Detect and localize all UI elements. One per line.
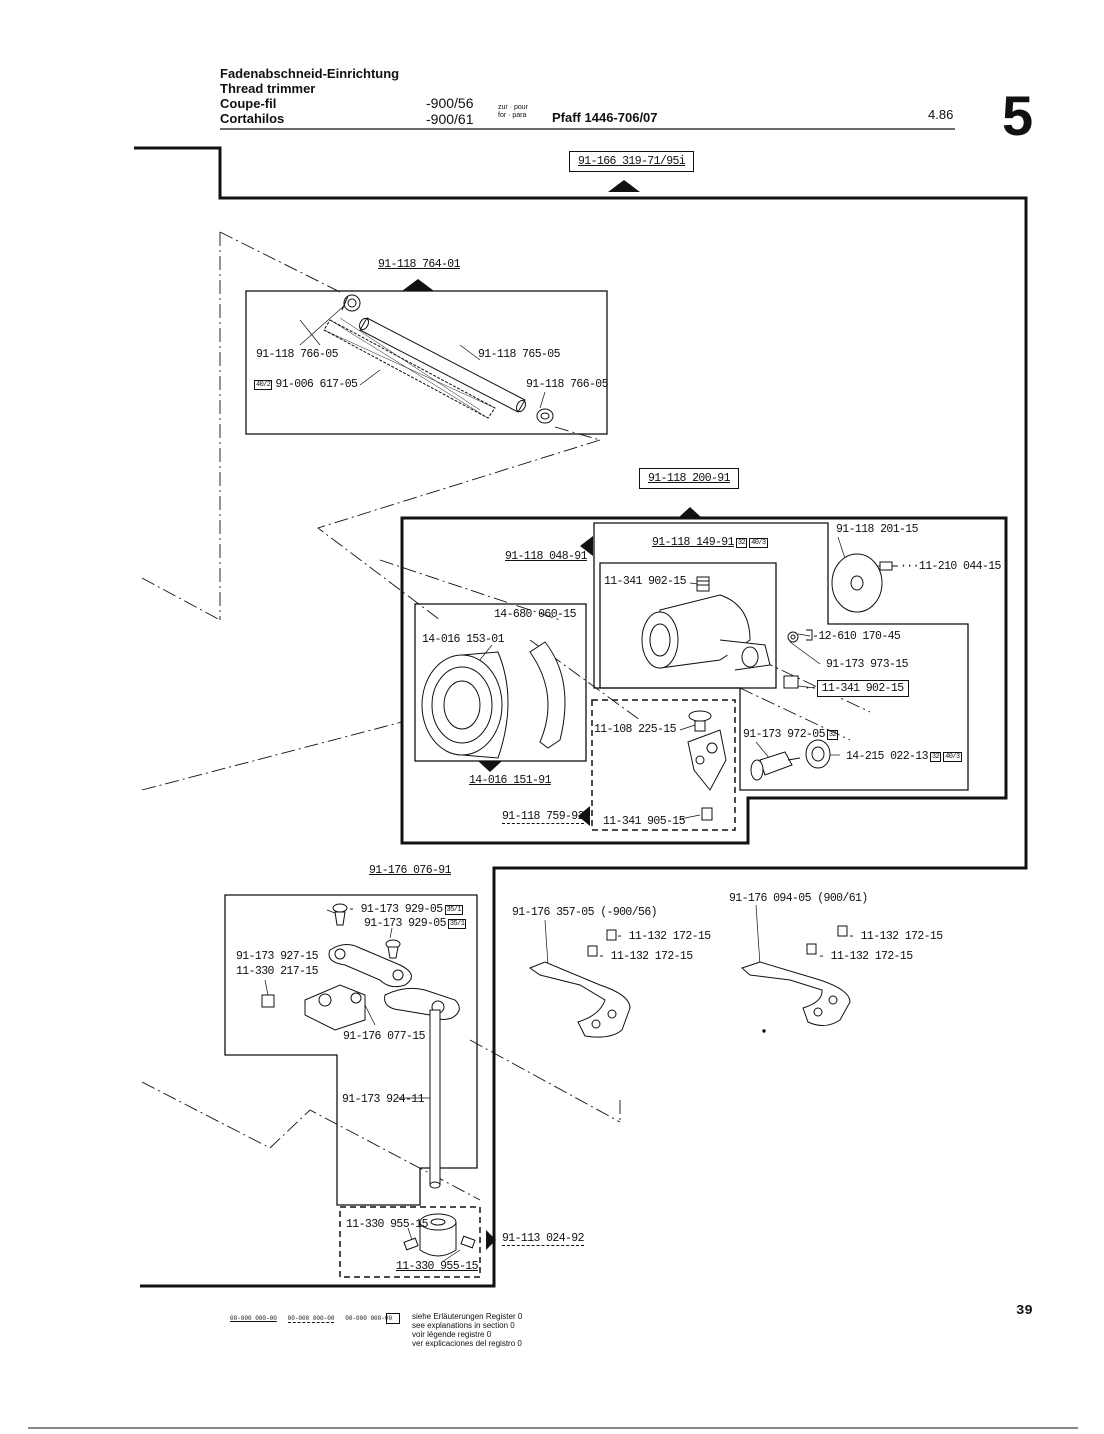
issue-date: 4.86 [928, 107, 954, 122]
blade-56-screw-label: - 11-132 172-15 [616, 930, 711, 943]
clamp-dashed-box [591, 699, 736, 831]
title-spanish: Cortahilos [220, 111, 285, 126]
blade-56-screw-label: - 11-132 172-15 [598, 950, 693, 963]
bearing-part-label: ··11-341 902-15 [804, 680, 909, 697]
lever-part-text: 91-173 929-05 [360, 903, 444, 916]
section-ref: 32 [735, 538, 748, 548]
page-number: 39 [1016, 1303, 1033, 1319]
title-block: Fadenabschneid-Einrichtung Thread trimme… [220, 66, 399, 126]
blade-61-screw-label: - 11-132 172-15 [848, 930, 943, 943]
bearing-assembly: 91-118 200-91 [639, 468, 739, 489]
code-dashed: 00-000 000-00 [287, 1315, 335, 1323]
tube-part-label: 91-118 766-05 [256, 348, 339, 361]
blade-61-screw-label: - 11-132 172-15 [818, 950, 913, 963]
collar-part-label: 11-330 955-15 [396, 1260, 479, 1273]
lever-group-outline [224, 894, 478, 1206]
bearing-part-text: 14-215 022-13 [846, 750, 929, 763]
collar-assembly-label: 91-113 024-92 [502, 1232, 585, 1246]
tube-part-label: 91-118 766-05 [526, 378, 609, 391]
bearing-part-text: 11-210 044-15 [918, 560, 1002, 573]
bearing-assembly-label: 91-118 200-91 [648, 472, 731, 485]
clamp-assembly-label: 91-118 759-92 [502, 810, 585, 824]
blade-61-label: 91-176 094-05 (900/61) [729, 892, 868, 905]
tube-part-label: 91-118 765-05 [478, 348, 561, 361]
bearing-part-label: 91-118 201-15 [836, 523, 919, 536]
section-ref: 32 [826, 730, 839, 740]
assembly-main-label: 91-166 319-71/95i [578, 155, 686, 168]
inner-box [599, 562, 777, 689]
legend-line: see explanations in section 0 [412, 1321, 515, 1330]
lever-assembly-label: 91-176 076-91 [369, 864, 452, 877]
lever-part-label: 91-176 077-15 [343, 1030, 426, 1043]
bearing-part-label: 14-016 153-01 [422, 633, 505, 646]
title-german: Fadenabschneid-Einrichtung [220, 66, 400, 81]
bearing-part-label: 11-108 225-15 [594, 723, 677, 736]
section-ref: 35/1 [444, 905, 463, 915]
for-label-1: zur · pour [498, 104, 528, 111]
bearing-part-label: 91-173 973-15 [826, 658, 909, 671]
lever-part-label: 11-330 217-15 [236, 965, 319, 978]
bearing-part-text: 11-341 902-15 [816, 680, 909, 697]
code-plain: 00-000 000-00 [345, 1315, 393, 1322]
subassembly-b-text: 91-118 149-91 [652, 536, 735, 549]
title-french: Coupe-fil [220, 96, 277, 111]
bearing-assembly-sub-label: 14-016 151-91 [469, 774, 552, 787]
variant-block: -900/56 -900/61 [426, 95, 473, 127]
variant-56: -900/56 [426, 95, 474, 111]
lever-part-text: 91-173 929-05 [364, 917, 447, 930]
legend-line: siehe Erläuterungen Register 0 [412, 1312, 523, 1321]
title-english: Thread trimmer [220, 81, 316, 96]
footer-codes: 00-000 000-00 00-000 000-00 00-000 000-0… [230, 1315, 393, 1323]
blade-56-screw-text: 11-132 172-15 [610, 950, 694, 963]
legend-text: siehe Erläuterungen Register 0 see expla… [412, 1312, 522, 1348]
machine-model: Pfaff 1446-706/07 [552, 110, 658, 125]
blade-61-screw-text: 11-132 172-15 [830, 950, 914, 963]
section-ref: 32 [929, 752, 942, 762]
bearing-part-label: 11-341 905-15 [603, 815, 686, 828]
main-outline [134, 146, 1028, 1288]
section-ref: 35/1 [447, 919, 467, 929]
tube-assembly-label: 91-118 764-01 [378, 258, 461, 271]
bearing-part-label: 14-680 060-15 [494, 608, 577, 621]
legend-line: ver explicaciones del registro 0 [412, 1339, 522, 1348]
collar-dashed-box [339, 1206, 481, 1278]
blade-56-label: 91-176 357-05 (-900/56) [512, 906, 658, 919]
variant-61: -900/61 [426, 111, 474, 127]
bearing-part-label: ···11-210 044-15 [900, 560, 1001, 573]
bearing-part-label: 11-341 902-15 [604, 575, 687, 588]
lever-part-label: 91-173 927-15 [236, 950, 319, 963]
collar-part-label: 11-330 955-15 [346, 1218, 429, 1231]
code-solid: 00-000 000-00 [230, 1315, 277, 1322]
subassembly-a-label: 91-118 048-91 [505, 550, 588, 563]
bearing-group-outline [400, 516, 1008, 845]
blade-56-screw-text: 11-132 172-15 [628, 930, 712, 943]
lever-part-label: 91-173 924-11 [342, 1093, 425, 1106]
blade-61-screw-text: 11-132 172-15 [860, 930, 944, 943]
legend-box-icon [386, 1313, 400, 1324]
section-ref: 40/3 [749, 538, 768, 548]
section-number: 5 [1002, 84, 1034, 147]
assembly-main: 91-166 319-71/95i [569, 151, 695, 172]
for-label-2: for · para [498, 112, 527, 119]
for-label: zur · pour for · para [498, 104, 528, 120]
section-ref: 40/2 [254, 380, 273, 390]
bearing-part-text: 12-610 170-45 [818, 630, 901, 643]
bearing-part-label: -12-610 170-45 [812, 630, 901, 643]
legend-line: voir légende registre 0 [412, 1330, 492, 1339]
bearing-part-text: 91-173 972-05 [743, 728, 826, 741]
tube-part-text: 91-006 617-05 [275, 378, 358, 391]
section-ref: 40/3 [943, 752, 962, 762]
